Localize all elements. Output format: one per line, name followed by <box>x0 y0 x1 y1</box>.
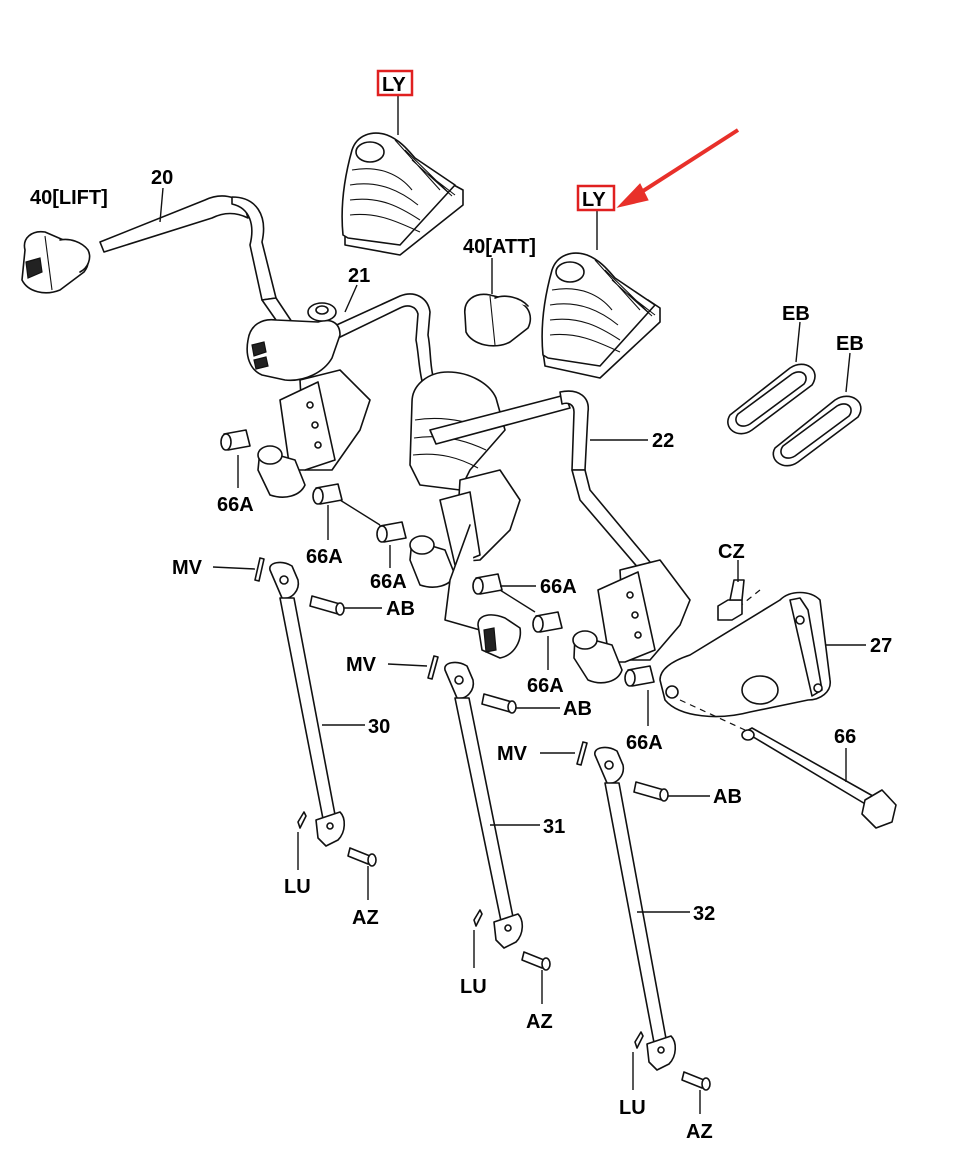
eb-rings <box>727 363 862 467</box>
label-part-22: 22 <box>652 430 674 452</box>
label-66a-5: 66A <box>527 675 564 697</box>
label-part-30: 30 <box>368 716 390 738</box>
label-66a-1: 66A <box>217 494 254 516</box>
bolt-66 <box>741 727 897 829</box>
label-lu-3: LU <box>619 1097 646 1119</box>
knob-lift <box>21 230 91 294</box>
highlight-arrow <box>616 128 740 208</box>
label-az-1: AZ <box>352 907 379 929</box>
label-66a-2: 66A <box>306 546 343 568</box>
label-ab-2: AB <box>563 698 592 720</box>
label-lu-2: LU <box>460 976 487 998</box>
center-bracket-assembly <box>409 371 651 659</box>
label-ab-1: AB <box>386 598 415 620</box>
leader-lines <box>159 96 866 913</box>
label-lu-1: LU <box>284 876 311 898</box>
label-mv-3: MV <box>497 743 528 765</box>
ly-highlight-top <box>376 69 414 97</box>
az-screws <box>347 847 711 1114</box>
label-part-31: 31 <box>543 816 565 838</box>
label-ab-3: AB <box>713 786 742 808</box>
lever-20 <box>99 195 301 341</box>
label-ly-right: LY <box>582 189 606 211</box>
label-mv-2: MV <box>346 654 377 676</box>
cz-screw <box>717 579 745 621</box>
boot-top <box>341 132 464 256</box>
label-part-21: 21 <box>348 265 370 287</box>
bushings-66a <box>220 429 655 687</box>
right-bracket-assembly <box>572 559 691 684</box>
plate-27 <box>659 589 831 731</box>
label-ly-top: LY <box>382 74 406 96</box>
label-66a-3: 66A <box>370 571 407 593</box>
left-bracket-assembly <box>246 302 371 498</box>
label-part-27: 27 <box>870 635 892 657</box>
label-eb-2: EB <box>836 333 864 355</box>
ab-pins <box>309 595 710 802</box>
label-az-3: AZ <box>686 1121 713 1143</box>
ly-highlight-right <box>576 184 616 212</box>
label-part-32: 32 <box>693 903 715 925</box>
rod-30 <box>269 561 346 847</box>
lu-pins <box>297 811 644 1090</box>
label-part-66: 66 <box>834 726 856 748</box>
label-az-2: AZ <box>526 1011 553 1033</box>
label-knob-lift: 40[LIFT] <box>30 187 108 209</box>
label-knob-att: 40[ATT] <box>463 236 536 258</box>
label-66a-6: 66A <box>626 732 663 754</box>
label-66a-4: 66A <box>540 576 577 598</box>
callout-labels: LY LY 40[LIFT] 40[ATT] 20 21 22 27 30 31… <box>30 74 892 1143</box>
label-eb-1: EB <box>782 303 810 325</box>
mv-clips <box>212 557 588 766</box>
label-cz: CZ <box>718 541 745 563</box>
knob-att <box>464 293 532 347</box>
rod-32 <box>594 746 677 1071</box>
label-part-20: 20 <box>151 167 173 189</box>
label-mv-1: MV <box>172 557 203 579</box>
boot-right <box>541 252 661 379</box>
rod-31 <box>444 661 524 949</box>
